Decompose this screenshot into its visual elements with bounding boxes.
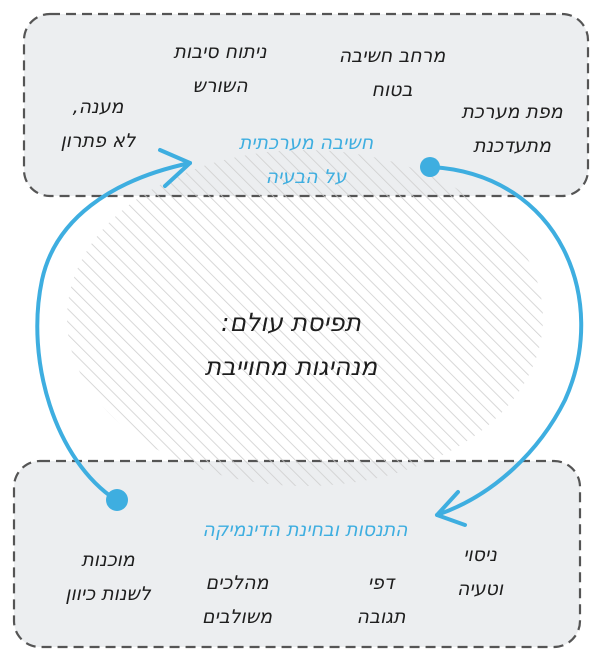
top-heading-line-1: חשיבה מערכתית xyxy=(238,132,374,154)
bottom-item-trial-error-line-2: וטעיה xyxy=(456,578,504,600)
top-item-response: מענה, לא פתרון xyxy=(61,90,136,158)
cycle-arrow-right xyxy=(430,165,584,517)
top-heading-line-2: על הבעיה xyxy=(265,166,347,188)
top-item-system-map: מפת מערכת מתעדכנת xyxy=(461,95,562,163)
center-worldview: תפיסת עולם: מנהיגות מחוייבת xyxy=(205,301,378,389)
arrow-head-bottom xyxy=(435,490,467,527)
top-item-safe-space: מרחב חשיבה בטוח xyxy=(339,39,446,107)
top-item-safe-space-line-2: בטוח xyxy=(371,79,413,101)
center-line-2: מנהיגות מחוייבת xyxy=(204,352,378,381)
arrow-start-dot-top xyxy=(420,157,440,177)
cycle-arrow-left xyxy=(35,161,192,502)
bottom-panel-heading: התנסות ובחינת הדינמיקה xyxy=(202,513,407,547)
bottom-item-response-sheets-line-1: דפי xyxy=(367,572,395,594)
center-line-1: תפיסת עולם: xyxy=(221,308,361,337)
bottom-item-response-sheets: דפי תגובה xyxy=(357,566,406,634)
top-item-system-map-line-2: מתעדכנת xyxy=(473,135,551,157)
bottom-item-response-sheets-line-2: תגובה xyxy=(356,606,406,628)
center-hatched-ellipse xyxy=(67,150,543,486)
arrow-start-dot-bottom xyxy=(106,489,128,511)
top-panel-heading: חשיבה מערכתית על הבעיה xyxy=(239,126,373,194)
bottom-item-combined-moves: מהלכים משולבים xyxy=(202,566,272,634)
top-item-root-cause-line-1: ניתוח סיבות xyxy=(173,41,267,63)
top-item-root-cause-line-2: השורש xyxy=(192,75,248,97)
top-item-root-cause: ניתוח סיבות השורש xyxy=(173,35,266,103)
bottom-item-readiness-line-1: מוכנות xyxy=(81,549,135,571)
bottom-item-trial-error: ניסוי וטעיה xyxy=(457,538,503,606)
bottom-item-combined-moves-line-1: מהלכים xyxy=(205,572,269,594)
bottom-item-readiness-line-2: לשנות כיוון xyxy=(65,583,151,605)
bottom-item-trial-error-line-1: ניסוי xyxy=(463,544,497,566)
top-item-response-line-2: לא פתרון xyxy=(60,130,136,152)
top-item-safe-space-line-1: מרחב חשיבה xyxy=(338,45,446,67)
bottom-item-combined-moves-line-2: משולבים xyxy=(201,606,273,628)
bottom-heading-line-1: התנסות ובחינת הדינמיקה xyxy=(202,519,408,541)
top-item-response-line-1: מענה, xyxy=(72,96,124,118)
top-item-system-map-line-1: מפת מערכת xyxy=(461,101,563,123)
arrow-head-top xyxy=(158,148,192,188)
bottom-item-readiness: מוכנות לשנות כיוון xyxy=(65,543,150,611)
